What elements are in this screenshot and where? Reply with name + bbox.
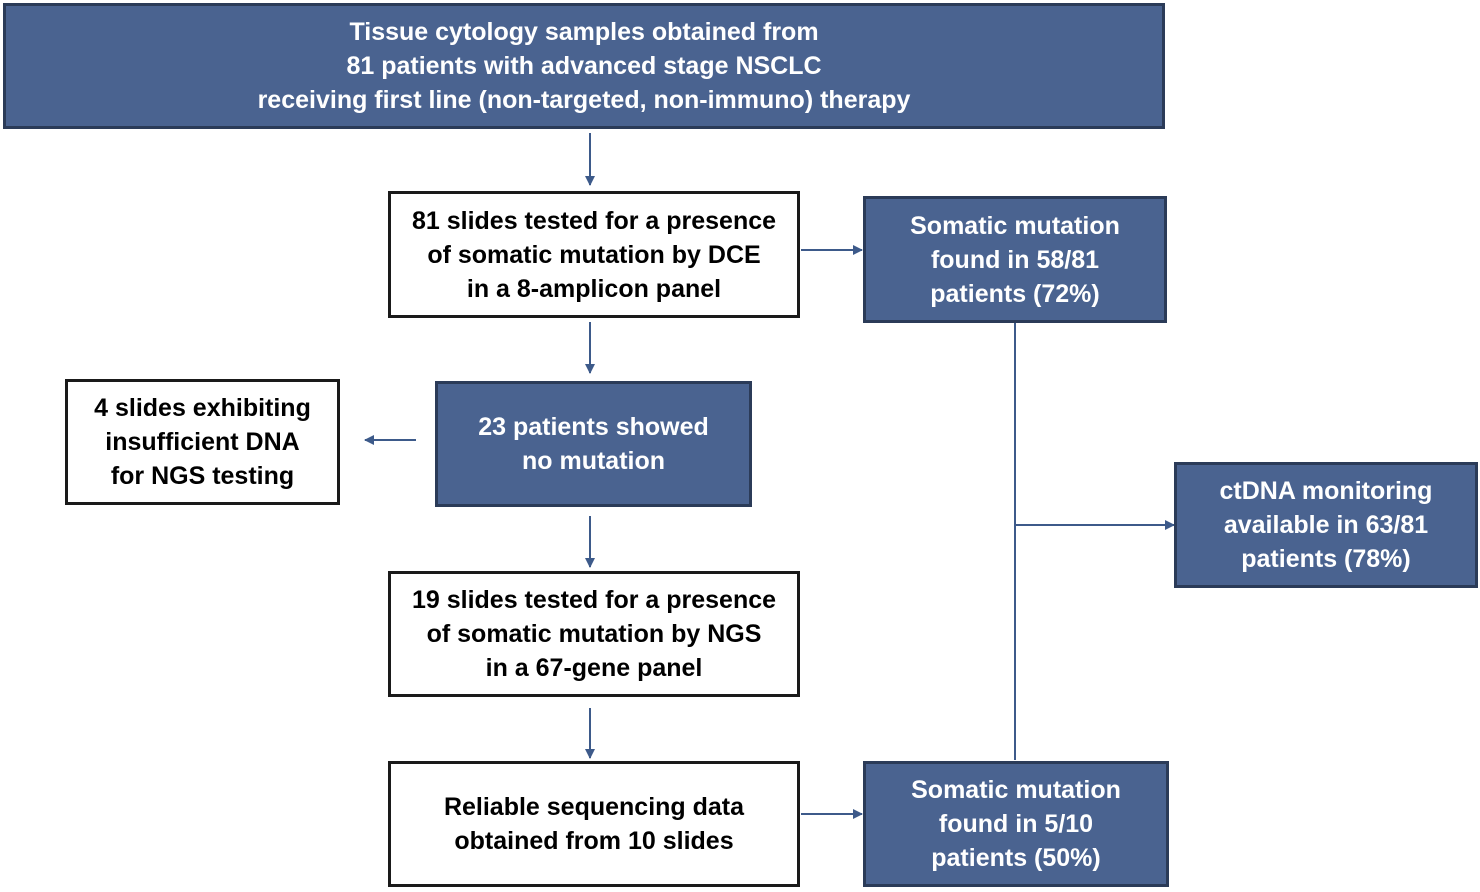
node-ngs-test-label: 19 slides tested for a presence of somat… — [411, 586, 777, 682]
node-dce-test: 81 slides tested for a presence of somat… — [388, 191, 800, 318]
node-reliable-data: Reliable sequencing data obtained from 1… — [388, 761, 800, 887]
node-ctdna: ctDNA monitoring available in 63/81 pati… — [1174, 462, 1478, 588]
node-dce-found: Somatic mutation found in 58/81 patients… — [863, 196, 1167, 323]
node-source: Tissue cytology samples obtained from 81… — [3, 3, 1165, 129]
node-source-label: Tissue cytology samples obtained from 81… — [257, 18, 911, 114]
node-no-mutation: 23 patients showed no mutation — [435, 381, 752, 507]
node-dce-test-label: 81 slides tested for a presence of somat… — [411, 206, 777, 303]
node-ctdna-label: ctDNA monitoring available in 63/81 pati… — [1219, 477, 1433, 573]
node-dce-found-label: Somatic mutation found in 58/81 patients… — [910, 211, 1120, 308]
node-insufficient-dna: 4 slides exhibiting insufficient DNA for… — [65, 379, 340, 505]
node-reliable-data-label: Reliable sequencing data obtained from 1… — [443, 793, 745, 855]
node-insufficient-dna-label: 4 slides exhibiting insufficient DNA for… — [94, 394, 311, 490]
node-ngs-test: 19 slides tested for a presence of somat… — [388, 571, 800, 697]
node-ngs-found: Somatic mutation found in 5/10 patients … — [863, 761, 1169, 887]
node-no-mutation-label: 23 patients showed no mutation — [478, 413, 709, 475]
node-ngs-found-label: Somatic mutation found in 5/10 patients … — [911, 776, 1121, 872]
